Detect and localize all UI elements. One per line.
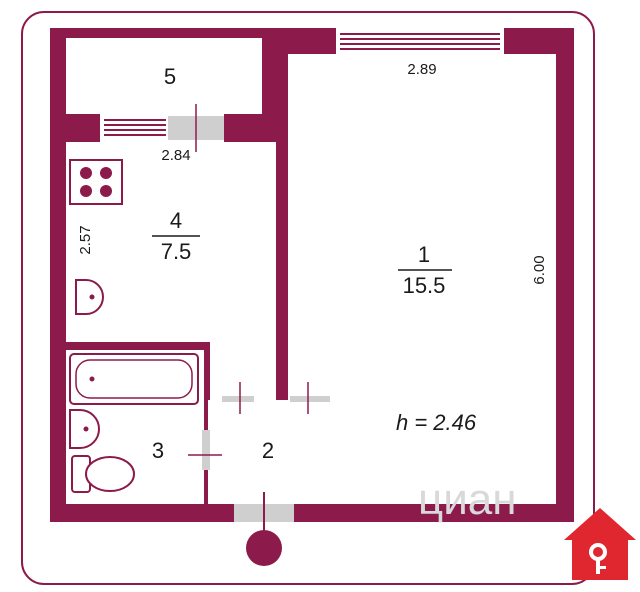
kitchen-sink-icon xyxy=(75,279,104,315)
bathroom-sink-icon xyxy=(69,409,100,449)
window-balcony-glazing xyxy=(104,119,166,136)
stove-icon xyxy=(69,159,123,205)
room-3-number: 3 xyxy=(152,438,164,463)
window-top-glazing xyxy=(340,33,500,50)
ceiling-height: h = 2.46 xyxy=(396,410,477,435)
room-1-area: 15.5 xyxy=(403,273,446,298)
room-2-number: 2 xyxy=(262,438,274,463)
outer-frame xyxy=(21,11,595,585)
house-key-icon xyxy=(564,508,636,580)
window-top xyxy=(336,28,504,54)
dimension-room-side: 6.00 xyxy=(531,255,548,284)
entrance-marker-icon xyxy=(246,530,282,566)
room-2-floor xyxy=(208,400,342,504)
toilet-icon xyxy=(71,455,135,493)
dimension-top-right: 2.89 xyxy=(407,61,436,78)
room-5-floor xyxy=(66,38,262,114)
room-1-number: 1 xyxy=(418,242,430,267)
door-room1 xyxy=(290,396,330,402)
room-5-number: 5 xyxy=(164,64,176,89)
room-4-area: 7.5 xyxy=(161,239,192,264)
door-bathroom xyxy=(202,430,210,470)
bathtub-icon xyxy=(69,353,199,405)
kitchen-opening xyxy=(210,342,276,400)
dimension-balcony-window: 2.84 xyxy=(161,147,190,164)
watermark: циан xyxy=(418,475,517,524)
dimension-kitchen-side: 2.57 xyxy=(77,225,94,254)
room-4-number: 4 xyxy=(170,208,182,233)
door-kitchen xyxy=(222,396,254,402)
